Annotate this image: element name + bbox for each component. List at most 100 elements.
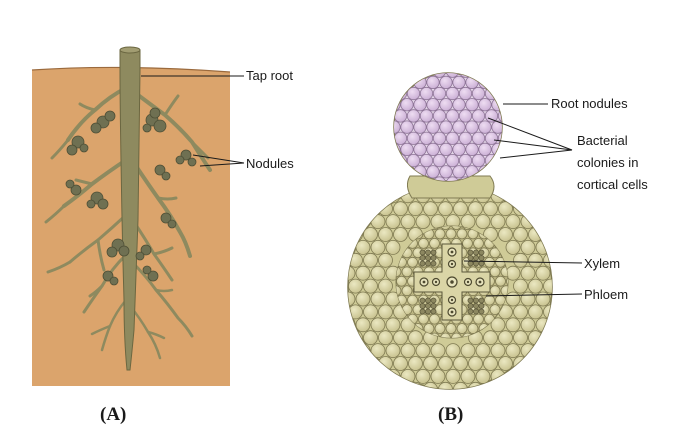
- cell: [472, 87, 484, 99]
- cell: [446, 110, 458, 122]
- phloem-cell: [425, 303, 430, 308]
- phloem-cell: [468, 303, 473, 308]
- cell: [439, 357, 453, 371]
- phloem-cell: [479, 303, 484, 308]
- cell: [326, 240, 340, 254]
- phloem-cell: [420, 250, 425, 255]
- cell: [536, 240, 550, 254]
- cell: [439, 202, 453, 216]
- cell: [388, 166, 400, 178]
- cell: [427, 99, 439, 111]
- cell: [559, 305, 573, 319]
- cell: [505, 143, 517, 155]
- cell: [479, 143, 491, 155]
- cell: [334, 228, 348, 242]
- cell: [506, 215, 520, 229]
- phloem-cell: [473, 298, 478, 303]
- cell: [499, 228, 513, 242]
- cell: [388, 54, 400, 66]
- cell: [326, 395, 340, 409]
- phloem-label: Phloem: [584, 287, 628, 302]
- cell: [474, 238, 484, 248]
- cell: [536, 215, 550, 229]
- cell: [469, 357, 483, 371]
- cell: [440, 143, 452, 155]
- cell: [551, 163, 565, 177]
- cell: [506, 318, 520, 332]
- cell: [446, 324, 456, 334]
- cell: [430, 314, 440, 324]
- phloem-cell: [479, 298, 484, 303]
- cell: [492, 54, 504, 66]
- cell: [409, 382, 423, 396]
- cell: [499, 382, 513, 396]
- cell: [334, 253, 348, 267]
- cell: [521, 163, 535, 177]
- cell: [386, 344, 400, 358]
- phloem-cell: [425, 250, 430, 255]
- cell: [381, 110, 393, 122]
- cell: [446, 65, 458, 77]
- cell: [381, 154, 393, 166]
- cell: [499, 202, 513, 216]
- cell: [536, 344, 550, 358]
- cell: [559, 331, 573, 345]
- cell: [379, 228, 393, 242]
- phloem-cell: [425, 309, 430, 314]
- cell: [414, 143, 426, 155]
- cell: [433, 87, 445, 99]
- cell: [529, 202, 543, 216]
- cell: [506, 344, 520, 358]
- cell: [514, 228, 528, 242]
- cell: [419, 314, 429, 324]
- cell: [453, 99, 465, 111]
- cell: [375, 121, 387, 133]
- cell: [386, 189, 400, 203]
- caption-b: (B): [438, 404, 463, 425]
- bacterial-label-line3: cortical cells: [577, 177, 648, 192]
- cell: [408, 295, 418, 305]
- cell: [401, 99, 413, 111]
- cell: [381, 132, 393, 144]
- cell: [529, 357, 543, 371]
- cell: [349, 228, 363, 242]
- cell: [529, 279, 543, 293]
- cell: [427, 121, 439, 133]
- phloem-cell: [468, 298, 473, 303]
- cell: [484, 357, 498, 371]
- cell: [492, 76, 504, 88]
- xylem-lumen: [451, 311, 454, 314]
- cell: [356, 189, 370, 203]
- cell: [341, 395, 355, 409]
- cell: [559, 202, 573, 216]
- phloem-cell: [431, 298, 436, 303]
- cell: [371, 163, 385, 177]
- cell: [379, 253, 393, 267]
- cell: [416, 395, 430, 409]
- cell: [468, 324, 478, 334]
- cell: [375, 166, 387, 178]
- cell: [386, 240, 400, 254]
- cell: [544, 176, 558, 190]
- cell: [341, 344, 355, 358]
- cell: [364, 382, 378, 396]
- cell: [356, 163, 370, 177]
- cell: [430, 238, 440, 248]
- cell: [341, 215, 355, 229]
- cell: [356, 344, 370, 358]
- phloem-cell: [473, 250, 478, 255]
- cell: [394, 382, 408, 396]
- cell: [435, 229, 445, 239]
- cell: [536, 266, 550, 280]
- phloem-cell: [425, 255, 430, 260]
- cell: [485, 257, 495, 267]
- cell: [499, 331, 513, 345]
- cell: [472, 154, 484, 166]
- cell: [496, 276, 506, 286]
- cell: [379, 305, 393, 319]
- xylem-lumen: [423, 281, 426, 284]
- cell: [408, 257, 418, 267]
- cell: [559, 279, 573, 293]
- cell: [499, 176, 513, 190]
